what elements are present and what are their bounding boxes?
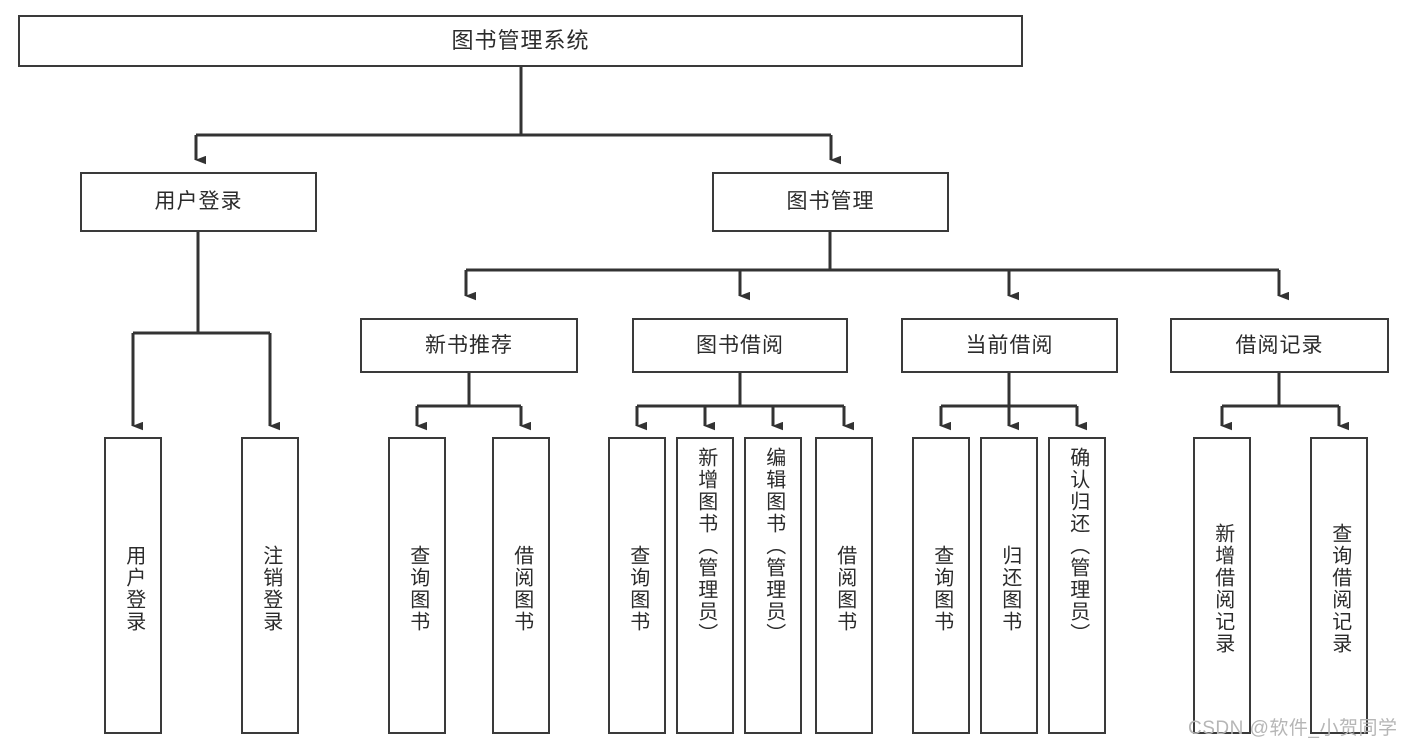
leaf-query-book-borrow[interactable]: 查询图书: [608, 437, 666, 734]
leaf-label: 编辑图书（管理员）: [762, 447, 785, 645]
node-label: 图书管理系统: [451, 27, 590, 53]
leaf-label: 归还图书: [998, 544, 1021, 633]
leaf-label: 查询图书: [930, 544, 953, 633]
leaf-label: 借阅图书: [510, 544, 533, 633]
node-label: 图书借阅: [696, 333, 784, 357]
leaf-label: 确认归还（管理员）: [1066, 447, 1089, 645]
leaf-label: 新增图书（管理员）: [694, 447, 717, 645]
node-label: 图书管理: [786, 190, 875, 214]
leaf-label: 新增借阅记录: [1211, 522, 1234, 655]
watermark-text: CSDN @软件_小贺同学: [1188, 718, 1398, 739]
leaf-label: 查询借阅记录: [1328, 522, 1351, 655]
node-label: 借阅记录: [1235, 333, 1324, 357]
node-book-borrow[interactable]: 图书借阅: [632, 318, 848, 373]
node-root-book-management-system[interactable]: 图书管理系统: [18, 15, 1023, 67]
leaf-label: 查询图书: [406, 544, 429, 633]
node-borrow-record[interactable]: 借阅记录: [1170, 318, 1389, 373]
leaf-add-borrow-record[interactable]: 新增借阅记录: [1193, 437, 1251, 734]
leaf-borrow-book[interactable]: 借阅图书: [815, 437, 873, 734]
node-current-borrow[interactable]: 当前借阅: [901, 318, 1118, 373]
node-user-login[interactable]: 用户登录: [80, 172, 317, 232]
leaf-query-borrow-record[interactable]: 查询借阅记录: [1310, 437, 1368, 734]
node-label: 当前借阅: [965, 333, 1054, 357]
node-label: 新书推荐: [425, 333, 513, 357]
leaf-logout[interactable]: 注销登录: [241, 437, 299, 734]
leaf-label: 借阅图书: [833, 544, 856, 633]
leaf-label: 注销登录: [259, 544, 282, 633]
node-new-book-recommend[interactable]: 新书推荐: [360, 318, 578, 373]
leaf-label: 查询图书: [626, 544, 649, 633]
node-label: 用户登录: [154, 190, 243, 214]
leaf-query-book-current[interactable]: 查询图书: [912, 437, 970, 734]
leaf-confirm-return-admin[interactable]: 确认归还（管理员）: [1048, 437, 1106, 734]
leaf-edit-book-admin[interactable]: 编辑图书（管理员）: [744, 437, 802, 734]
leaf-return-book[interactable]: 归还图书: [980, 437, 1038, 734]
leaf-borrow-book-recommend[interactable]: 借阅图书: [492, 437, 550, 734]
leaf-user-login[interactable]: 用户登录: [104, 437, 162, 734]
leaf-add-book-admin[interactable]: 新增图书（管理员）: [676, 437, 734, 734]
leaf-label: 用户登录: [122, 544, 145, 633]
node-book-management[interactable]: 图书管理: [712, 172, 949, 232]
leaf-query-book-recommend[interactable]: 查询图书: [388, 437, 446, 734]
